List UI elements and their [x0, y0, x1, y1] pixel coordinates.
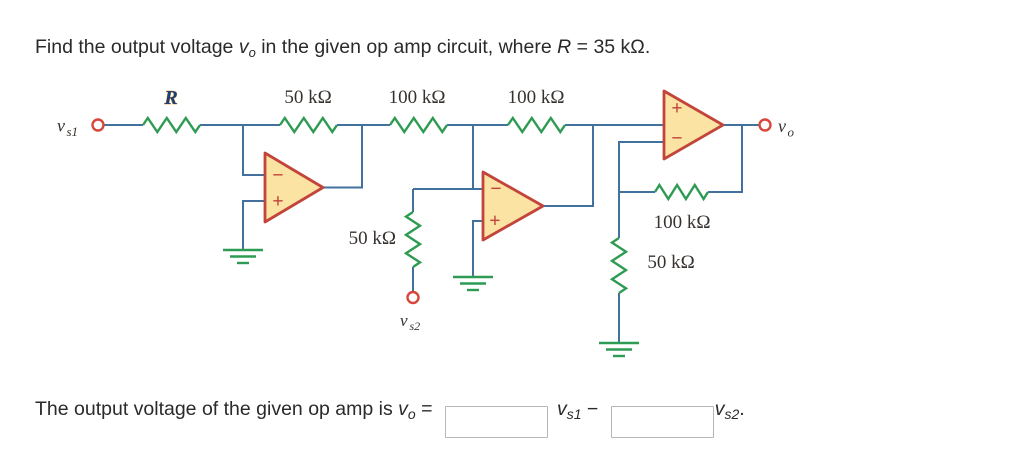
opamp-triangle	[263, 151, 325, 224]
answer-sentence: The output voltage of the given op amp i…	[35, 398, 745, 438]
label-R: R	[163, 87, 177, 109]
problem-statement: Find the output voltage vo in the given …	[35, 36, 650, 60]
wire-segment	[323, 125, 363, 189]
answer-vs1-variable: v	[556, 398, 567, 420]
opamp-plus-sign: +	[272, 191, 283, 213]
label-vs1-sub: s1	[67, 124, 79, 139]
opamp-minus-sign: −	[490, 178, 501, 200]
label-vs2: v	[400, 311, 408, 330]
label-vo: v	[778, 116, 786, 136]
wires	[104, 124, 760, 343]
answer-vo-subscript: o	[407, 406, 416, 422]
ground-icon	[599, 341, 639, 358]
problem-text-1: Find the output voltage	[35, 36, 239, 58]
answer-minus: −	[581, 398, 604, 420]
answer-vs2-subscript: s2	[724, 406, 740, 422]
opamp-plus-sign: +	[671, 98, 682, 120]
resistor-R-zigzag	[142, 115, 201, 135]
resistor-100k-feedback-zigzag	[653, 182, 710, 202]
label-vs2-sub: s2	[410, 319, 421, 333]
resistor-100k-1-zigzag	[389, 115, 448, 135]
resistor-50k-vs2-zigzag	[403, 210, 423, 269]
opamp-triangle	[481, 170, 545, 242]
vo-subscript: o	[248, 45, 256, 60]
vo-variable: v	[238, 36, 249, 58]
resistor-100k-2-zigzag	[507, 115, 566, 135]
opamp-minus-sign: −	[671, 128, 682, 150]
wire-segment	[242, 125, 265, 176]
opamp-minus-sign: −	[272, 165, 283, 187]
wire-segment	[472, 220, 483, 277]
label-100k-feedback: 100 kΩ	[654, 212, 711, 233]
answer-text-1: The output voltage of the given op amp i…	[35, 398, 399, 420]
wire-segment	[242, 200, 265, 250]
vs1-terminal	[91, 118, 105, 132]
opamp-triangle	[662, 89, 725, 161]
problem-text-2: in the given op amp circuit, where	[255, 36, 558, 58]
vs2-terminal	[406, 290, 420, 305]
opamp-2: − +	[481, 170, 545, 242]
wire-segment	[543, 125, 594, 207]
label-vo-sub: o	[788, 125, 795, 140]
label-vs1: v	[57, 116, 65, 136]
circuit-labels: v s1 R 50 kΩ 100 kΩ 100 kΩ 50 kΩ v s2 10…	[57, 87, 795, 333]
coefficient-vs1-input[interactable]	[444, 406, 548, 438]
problem-text-3: = 35 kΩ.	[571, 36, 651, 58]
label-50k-top: 50 kΩ	[284, 87, 331, 108]
coefficient-vs2-input[interactable]	[610, 406, 714, 438]
answer-period: .	[739, 398, 745, 420]
terminals	[91, 118, 772, 305]
r-variable: R	[557, 36, 572, 58]
opamp-3: + −	[662, 89, 725, 161]
label-100k-2: 100 kΩ	[508, 87, 565, 108]
label-50k-right: 50 kΩ	[647, 252, 694, 273]
ground-icon	[223, 248, 263, 265]
vo-terminal	[758, 118, 772, 132]
opamp-1: − +	[263, 151, 325, 224]
answer-vs1-subscript: s1	[566, 406, 582, 422]
resistor-50k-right-zigzag	[609, 236, 629, 295]
wire-segment	[618, 141, 664, 238]
label-50k-vs2: 50 kΩ	[349, 228, 396, 249]
ground-symbols	[223, 248, 639, 358]
label-100k-1: 100 kΩ	[389, 87, 446, 108]
answer-equals: =	[415, 398, 438, 420]
resistor-50k-top-zigzag	[279, 115, 338, 135]
resistors	[142, 115, 710, 295]
answer-vo-variable: v	[398, 398, 408, 420]
opamp-plus-sign: +	[489, 210, 500, 232]
wire-segment	[708, 125, 743, 193]
answer-vs2-variable: v	[714, 398, 725, 420]
ground-icon	[453, 275, 493, 292]
